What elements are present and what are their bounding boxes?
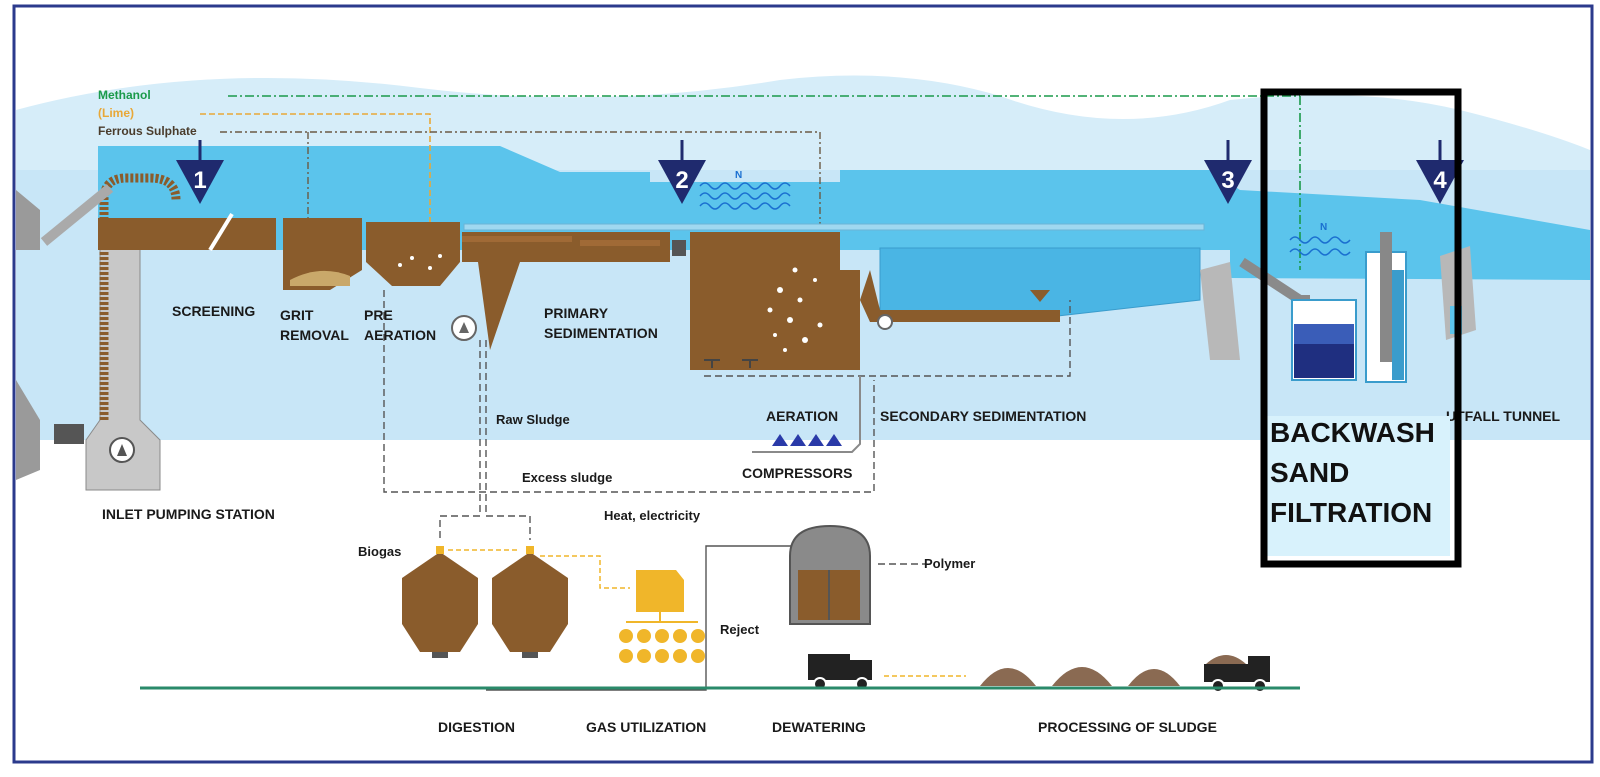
lime-label: (Lime) bbox=[98, 106, 134, 120]
stage-marker-3: 3 bbox=[1204, 140, 1252, 204]
gas-utilization-label: GAS UTILIZATION bbox=[586, 719, 706, 735]
screening-channel bbox=[98, 218, 276, 250]
filtration-label: FILTRATION bbox=[1270, 497, 1432, 528]
compressor-arrows bbox=[772, 434, 842, 446]
highlight-fill bbox=[1266, 416, 1450, 556]
methanol-label: Methanol bbox=[98, 88, 151, 102]
marker-3-label: 3 bbox=[1221, 167, 1234, 194]
compressors-label: COMPRESSORS bbox=[742, 465, 852, 481]
n2-label-a: N bbox=[735, 170, 742, 181]
pre-aeration-tank bbox=[366, 222, 460, 286]
marker-1-label: 1 bbox=[193, 167, 206, 194]
primary-label-1: PRIMARY bbox=[544, 305, 609, 321]
aeration-inlet-box bbox=[672, 240, 686, 256]
processing-label: PROCESSING OF SLUDGE bbox=[1038, 719, 1217, 735]
digested-sludge-line bbox=[486, 545, 800, 691]
grit-label-2: REMOVAL bbox=[280, 327, 349, 343]
primary-scraper bbox=[462, 236, 572, 242]
aeration-bubbles bbox=[767, 267, 823, 352]
primary-sed-tank bbox=[462, 232, 670, 350]
grit-label-1: GRIT bbox=[280, 307, 314, 323]
heat-label: Heat, electricity bbox=[604, 508, 701, 523]
screen-bar bbox=[208, 212, 234, 252]
raw-sludge-line bbox=[439, 340, 531, 540]
gas-consumers bbox=[619, 629, 705, 663]
marker-4-label: 4 bbox=[1433, 167, 1447, 194]
stage-marker-1: 1 bbox=[176, 140, 224, 204]
stage-marker-2: 2 bbox=[658, 140, 706, 204]
grit-deposit bbox=[290, 270, 350, 286]
gas-engine bbox=[636, 570, 684, 612]
truck-right-icon bbox=[1204, 655, 1270, 693]
n2-release-waves bbox=[699, 182, 791, 210]
n2-label-b: N bbox=[1320, 222, 1327, 233]
reject-label: Reject bbox=[720, 622, 760, 637]
secondary-sed-tank bbox=[879, 247, 1201, 319]
truck-left-icon bbox=[808, 654, 872, 691]
backwash-highlight-box bbox=[1260, 88, 1462, 568]
screen-conveyor bbox=[40, 184, 114, 246]
inlet-pipe-top bbox=[16, 190, 40, 250]
inlet-pipe-bottom bbox=[16, 380, 40, 480]
diffusers bbox=[704, 359, 758, 368]
pre-aeration-label-1: PRE bbox=[364, 307, 393, 323]
pump-arrow-icon bbox=[117, 444, 127, 456]
aeration-basin bbox=[690, 232, 860, 370]
biogas-label: Biogas bbox=[358, 544, 401, 559]
lime-line bbox=[200, 113, 431, 222]
return-sludge-line bbox=[704, 300, 1071, 377]
backwash-label: BACKWASH bbox=[1270, 417, 1435, 448]
digestion-label: DIGESTION bbox=[438, 719, 515, 735]
sludge-pile-1 bbox=[980, 668, 1036, 686]
inlet-label: INLET PUMPING STATION bbox=[102, 506, 275, 522]
stage-marker-4: 4 bbox=[1416, 140, 1464, 204]
walkway-bridge bbox=[463, 223, 1205, 231]
air-supply-line bbox=[752, 376, 861, 453]
outfall-label: UTFALL TUNNEL bbox=[1446, 408, 1561, 424]
digester-right bbox=[492, 546, 568, 658]
excess-sludge-line bbox=[383, 290, 875, 493]
n2-filter-waves bbox=[1289, 236, 1351, 256]
pre-aeration-label-2: AERATION bbox=[364, 327, 436, 343]
dewatering-label: DEWATERING bbox=[772, 719, 866, 735]
raw-sludge-label: Raw Sludge bbox=[496, 412, 570, 427]
marker-2-label: 2 bbox=[675, 167, 688, 194]
secondary-label: SECONDARY SEDIMENTATION bbox=[880, 408, 1086, 424]
sludge-pile-3 bbox=[1128, 669, 1180, 686]
primary-scraper-2 bbox=[580, 240, 660, 246]
screening-label: SCREENING bbox=[172, 303, 255, 319]
inlet-pipe-joint bbox=[54, 424, 84, 444]
excess-sludge-label: Excess sludge bbox=[522, 470, 612, 485]
primary-label-2: SEDIMENTATION bbox=[544, 325, 658, 341]
ferrous-line bbox=[220, 131, 821, 240]
return-pump bbox=[877, 314, 893, 330]
grit-tank bbox=[283, 218, 362, 290]
sludge-pile-2 bbox=[1052, 667, 1112, 686]
digester-left bbox=[402, 546, 478, 658]
sludge-hopper bbox=[1030, 290, 1050, 302]
biogas-line bbox=[448, 549, 630, 589]
ferrous-label: Ferrous Sulphate bbox=[98, 124, 197, 138]
sand-label: SAND bbox=[1270, 457, 1349, 488]
outfall-structure-left bbox=[1200, 262, 1240, 360]
backwash-column bbox=[1380, 232, 1392, 362]
inlet-screw bbox=[99, 173, 181, 420]
aeration-label: AERATION bbox=[766, 408, 838, 424]
polymer-label: Polymer bbox=[924, 556, 975, 571]
